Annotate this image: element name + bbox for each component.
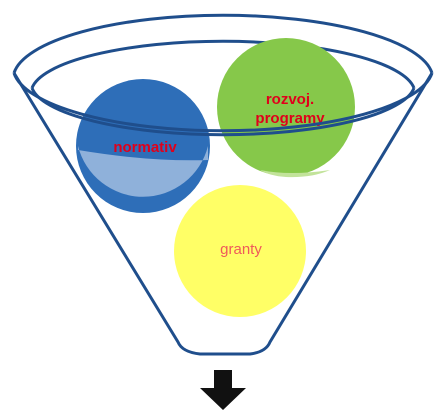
circle-rozvoj: rozvoj. programy (217, 38, 355, 178)
label-rozvoj-line2: programy (255, 110, 325, 127)
funnel-rim-back (12, 13, 434, 74)
label-normativ: normativ (113, 139, 177, 156)
funnel-inner-rim-front (30, 87, 416, 137)
circle-rozvoj-lower (260, 170, 330, 178)
circle-granty-shape (174, 185, 306, 317)
label-rozvoj-line1: rozvoj. (266, 91, 314, 108)
funnel-inner-rim-back (30, 39, 416, 89)
circle-rozvoj-shape (217, 38, 355, 176)
circle-granty: granty (174, 185, 306, 317)
circle-normativ: normativ (76, 79, 210, 213)
circle-normativ-lower (78, 146, 208, 197)
down-arrow-icon (200, 370, 246, 410)
label-granty: granty (220, 241, 262, 258)
